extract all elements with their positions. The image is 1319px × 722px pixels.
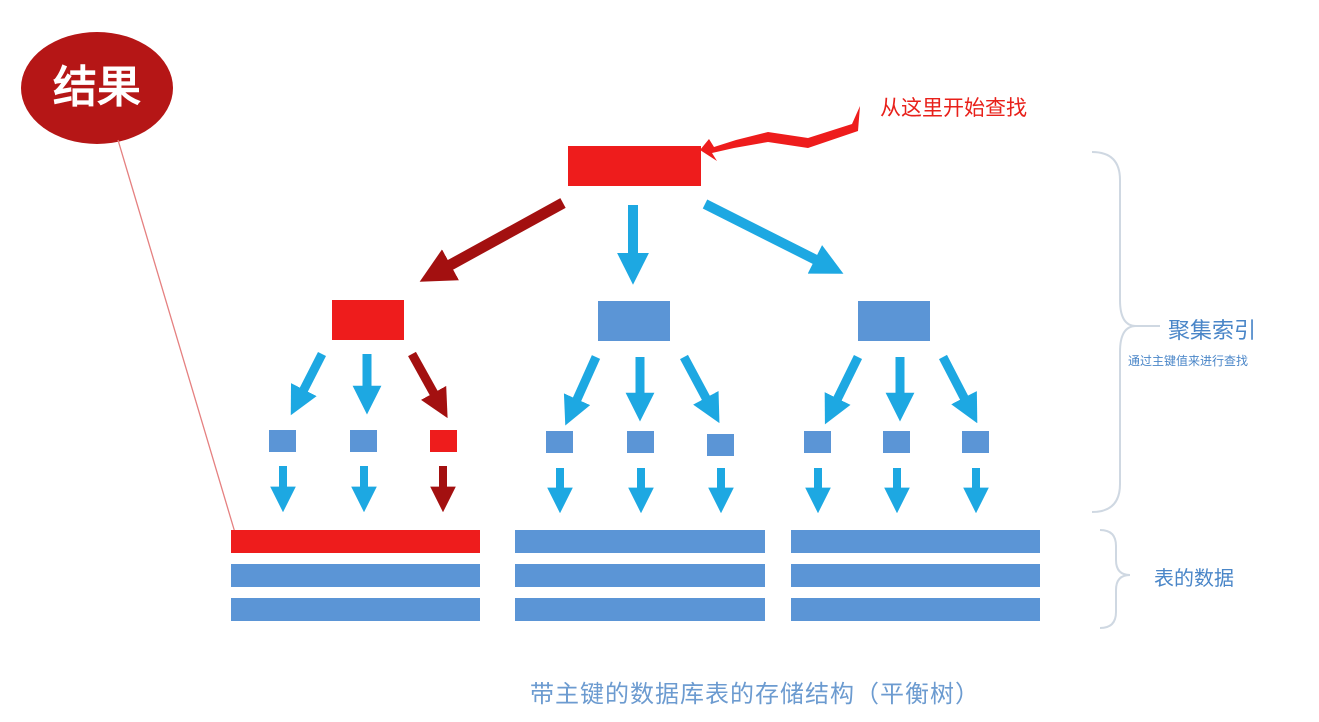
root-arrow-right	[702, 199, 844, 274]
leaf-node	[546, 431, 573, 453]
leaf-arrow	[680, 354, 720, 424]
leaf-arrow	[824, 355, 863, 425]
data-row	[515, 598, 765, 621]
leaf-node	[883, 431, 910, 453]
data-row	[791, 564, 1040, 587]
table-data-label: 表的数据	[1154, 566, 1234, 590]
data-row	[791, 530, 1040, 553]
root-arrow-left	[419, 198, 566, 282]
index-node-right	[858, 301, 930, 341]
data-row	[515, 530, 765, 553]
leaf-arrow	[290, 351, 327, 416]
data-row-highlighted	[231, 530, 480, 553]
start-here-label: 从这里开始查找	[880, 96, 1027, 120]
result-pointer-line	[117, 139, 237, 537]
leaf-node	[804, 431, 831, 453]
leaf-node	[962, 431, 989, 453]
index-node-left	[332, 300, 404, 340]
leaf-node	[707, 434, 734, 456]
data-row	[231, 564, 480, 587]
data-row	[791, 598, 1040, 621]
leaf-node	[269, 430, 296, 452]
leaf-node-highlighted	[430, 430, 457, 452]
leaf-arrow	[939, 354, 978, 424]
leaf-node	[627, 431, 654, 453]
result-ellipse	[21, 32, 173, 144]
data-bracket	[1099, 529, 1131, 629]
data-row	[515, 564, 765, 587]
result-label: 结果	[53, 62, 141, 113]
diagram-caption: 带主键的数据库表的存储结构（平衡树）	[530, 680, 980, 708]
leaf-arrow-path	[408, 351, 448, 419]
clustered-index-label: 聚集索引	[1168, 319, 1257, 344]
data-row	[231, 598, 480, 621]
root-node	[568, 146, 701, 186]
start-arrow	[700, 106, 860, 161]
clustered-index-note: 通过主键值来进行查找	[1128, 354, 1249, 368]
leaf-node	[350, 430, 377, 452]
leaf-arrow	[563, 355, 601, 426]
index-node-middle	[598, 301, 670, 341]
index-bracket	[1091, 151, 1137, 513]
